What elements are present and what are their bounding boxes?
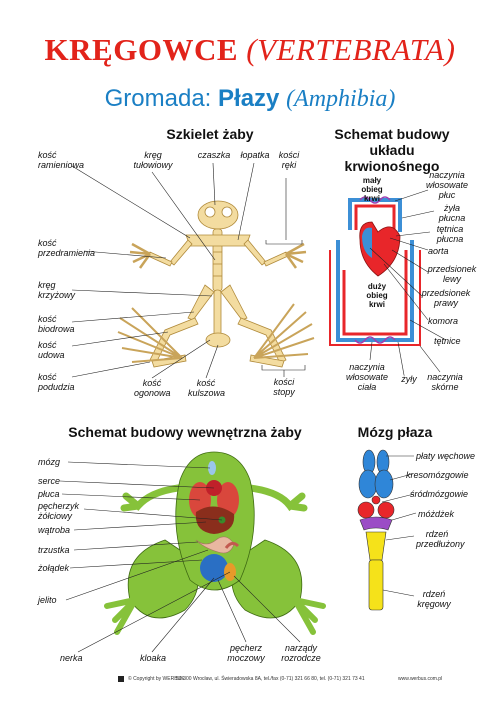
label-zyla-plucna: żyła płucna [438,203,466,223]
circulation-heading: Schemat budowy układu krwionośnego [334,126,450,174]
frog-skeleton-drawing [117,200,315,368]
footer-copyright: © Copyright by WERBUS [128,676,185,682]
label-kosc-ogonowa: kość ogonowa [134,378,171,398]
internal-leader-lines [59,461,301,653]
label-kosc-podudzia: kość podudzia [38,372,75,392]
label-czaszka: czaszka [197,150,231,160]
label-kloaka: kloaka [140,653,167,663]
skeleton-leader-lines [71,162,306,379]
subtitle-latin: (Amphibia) [286,86,396,112]
footer-address: 50-300 Wrocław, ul. Świeradowska 8A, tel… [176,676,365,682]
page-subtitle: Gromada: Płazy (Amphibia) [0,85,500,113]
label-kosc-kulszowa: kość kulszowa [188,378,226,398]
heart-drawing [359,221,401,277]
label-pluca: płuca [38,489,60,499]
subtitle-name: Płazy [218,85,280,112]
label-kosc-przedramienia: kość przedramienia [38,238,96,258]
amphibian-brain-drawing [357,449,395,611]
frog-body-drawing [104,451,326,635]
label-kreg-tulowiowy: kręg tułowiowy [133,150,173,170]
title-latin: (VERTEBRATA) [246,32,456,67]
label-kreg-krzyzowy: kręg krzyżowy [38,280,76,300]
label-rdzen-kregowy: rdzeń kręgowy [417,589,451,609]
internal-heading: Schemat budowy wewnętrzna żaby [68,424,302,440]
skeleton-heading: Szkielet żaby [166,126,254,142]
publisher-logo [118,676,124,682]
label-lopatka: łopatka [240,150,270,160]
label-kosc-biodrowa: kość biodrowa [38,314,75,334]
label-maly-obieg: mały obieg krwi [361,176,383,203]
label-zoladek: żołądek [38,563,70,573]
circulation-leader-lines [369,189,447,376]
label-tetnica-plucna: tętnica płucna [436,224,464,244]
label-pecherzyk-zolciowy: pęcherzyk żółciowy [38,501,80,521]
label-watroba: wątroba [38,525,71,535]
label-komora: komora [428,316,459,326]
label-naczynia-wlosowate-ciala: naczynia włosowate ciała [345,362,389,392]
label-trzustka: trzustka [38,545,70,555]
label-rdzen-przedluzony: rdzeń przedłużony [416,529,465,549]
brain-leader-lines [381,455,417,597]
label-srodmozgowie: śródmózgowie [410,489,469,499]
label-mozdzek: móżdżek [418,509,455,519]
label-platy-wechowe: płaty węchowe [416,451,476,461]
label-kosc-udowa: kość udowa [38,340,65,360]
label-naczynia-wlosowate-pluc: naczynia włosowate płuc [425,170,469,200]
label-pecherz-moczowy: pęcherz moczowy [227,643,265,663]
label-kosci-stopy: kości stopy [273,377,295,397]
label-narzady-rozrodcze: narządy rozrodcze [281,643,321,663]
label-zyly: żyły [401,374,417,384]
label-kosci-reki: kości ręki [278,150,300,170]
label-aorta: aorta [428,246,449,256]
page-title: KRĘGOWCE (VERTEBRATA) [0,32,500,68]
label-przedsionek-lewy: przedsionek lewy [427,264,477,284]
label-kresomozgowie: kresomózgowie [406,470,469,480]
title-main: KRĘGOWCE [44,32,239,67]
label-jelito: jelito [38,595,57,605]
label-przedsionek-prawy: przedsionek prawy [421,288,471,308]
label-naczynia-skorne: naczynia skórne [427,372,463,392]
label-duzy-obieg: duży obieg krwi [366,282,388,309]
brain-heading: Mózg płaza [357,424,433,440]
label-tetnice: tętnice [434,336,461,346]
circulatory-system-drawing [329,196,421,346]
label-serce: serce [38,476,61,486]
label-nerka: nerka [60,653,83,663]
subtitle-prefix: Gromada: [104,85,212,112]
footer-website: www.werbus.com.pl [398,676,443,682]
label-kosc-ramieniowa: kość ramieniowa [38,150,85,170]
label-mozg: mózg [38,457,61,467]
